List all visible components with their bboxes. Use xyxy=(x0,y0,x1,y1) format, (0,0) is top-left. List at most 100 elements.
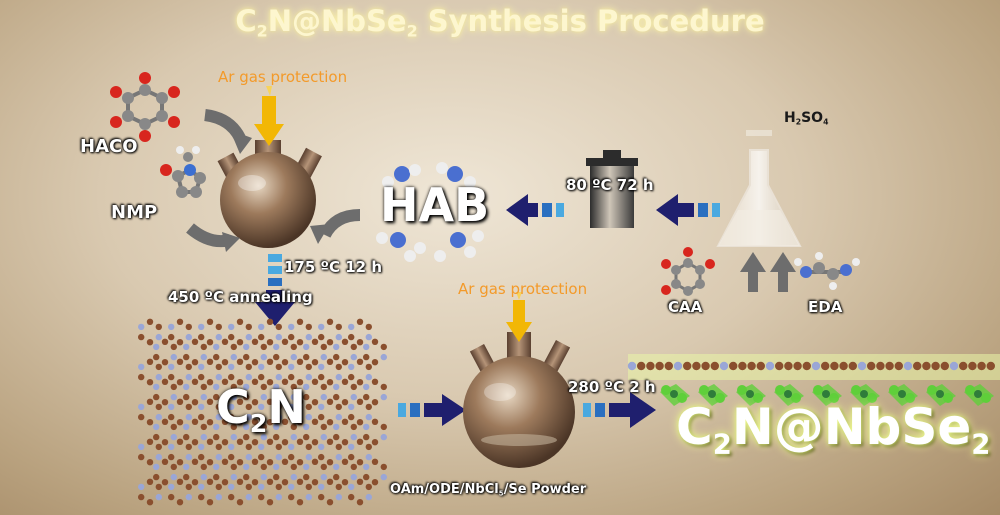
carbon-atom xyxy=(356,379,364,386)
nitrogen-atom xyxy=(335,373,342,381)
nitrogen-atom xyxy=(273,463,280,471)
carbon-atom xyxy=(206,318,214,325)
carbon-atom xyxy=(303,393,310,401)
strip-atom xyxy=(701,361,710,371)
nitrogen-atom xyxy=(363,463,370,471)
carbon-atom xyxy=(191,418,199,425)
carbon-atom xyxy=(365,323,372,331)
selenium-atom xyxy=(661,385,671,395)
nitrogen-atom xyxy=(303,423,310,431)
carbon-atom xyxy=(326,478,334,485)
carbon-atom xyxy=(311,439,319,446)
nitrogen-atom xyxy=(318,443,325,451)
nitrogen-atom xyxy=(290,393,297,401)
nitrogen-atom xyxy=(198,403,205,411)
carbon-atom xyxy=(176,339,184,346)
carbon-atom xyxy=(185,363,192,371)
nitrogen-atom xyxy=(213,343,220,351)
carbon-atom xyxy=(281,458,289,465)
carbon-atom xyxy=(341,418,349,425)
nbse2-unit xyxy=(736,384,766,406)
carbon-atom xyxy=(161,378,169,385)
nitrogen-atom xyxy=(153,463,160,471)
carbon-atom xyxy=(176,379,184,386)
nitrogen-atom xyxy=(155,453,162,461)
carbon-atom xyxy=(296,339,304,346)
strip-atom xyxy=(747,361,756,371)
carbon-atom xyxy=(333,393,340,401)
nitrogen-atom xyxy=(290,433,297,441)
carbon-atom xyxy=(318,333,325,341)
carbon-atom xyxy=(341,439,349,446)
carbon-atom xyxy=(266,398,274,405)
selenium-atom xyxy=(927,385,937,395)
nitrogen-atom xyxy=(200,393,207,401)
carbon-atom xyxy=(311,338,319,345)
strip-atom xyxy=(894,361,903,371)
nbse2-unit xyxy=(964,384,994,406)
nbse2-unit xyxy=(888,384,918,406)
nitrogen-atom xyxy=(245,453,252,461)
carbon-atom xyxy=(230,423,237,431)
carbon-atom xyxy=(200,343,207,351)
nitrogen-atom xyxy=(273,383,280,391)
carbon-atom xyxy=(365,403,372,411)
carbon-atom xyxy=(266,339,274,346)
carbon-atom xyxy=(335,323,342,331)
carbon-atom xyxy=(281,338,289,345)
niobium-atom xyxy=(708,390,716,398)
nitrogen-atom xyxy=(273,423,280,431)
nitrogen-atom xyxy=(183,463,190,471)
carbon-atom xyxy=(228,493,235,501)
nitrogen-atom xyxy=(303,383,310,391)
carbon-atom xyxy=(266,379,274,386)
carbon-atom xyxy=(191,458,199,465)
selenium-atom xyxy=(737,385,747,395)
nitrogen-atom xyxy=(380,473,387,481)
carbon-atom xyxy=(215,323,222,331)
carbon-atom xyxy=(333,353,340,361)
carbon-atom xyxy=(350,463,357,471)
carbon-atom xyxy=(288,453,295,461)
carbon-atom xyxy=(326,438,334,445)
strip-atom xyxy=(821,361,830,371)
carbon-atom xyxy=(380,463,387,471)
carbon-atom xyxy=(341,359,349,366)
carbon-atom xyxy=(326,358,334,365)
carbon-atom xyxy=(311,399,319,406)
flask-bottom xyxy=(463,332,575,468)
carbon-atom xyxy=(191,338,199,345)
nitrogen-atom xyxy=(228,403,235,411)
nitrogen-atom xyxy=(185,493,192,501)
nitrogen-atom xyxy=(183,343,190,351)
carbon-atom xyxy=(356,318,364,325)
carbon-atom xyxy=(320,343,327,351)
carbon-atom xyxy=(296,358,304,365)
selenium-atom xyxy=(677,393,687,403)
carbon-atom xyxy=(183,473,190,481)
carbon-atom xyxy=(258,493,265,501)
carbon-atom xyxy=(206,438,214,445)
carbon-atom xyxy=(251,479,259,486)
carbon-atom xyxy=(228,333,235,341)
arrow-to-flask-bottom xyxy=(398,394,466,426)
nitrogen-atom xyxy=(228,323,235,331)
carbon-atom xyxy=(176,459,184,466)
carbon-atom xyxy=(380,343,387,351)
carbon-atom xyxy=(138,493,145,501)
carbon-atom xyxy=(326,379,334,386)
strip-atom xyxy=(765,361,775,371)
nbse2-unit xyxy=(812,384,842,406)
carbon-atom xyxy=(206,419,214,426)
nitrogen-atom xyxy=(153,423,160,431)
carbon-atom xyxy=(146,478,154,485)
carbon-atom xyxy=(258,333,265,341)
carbon-atom xyxy=(206,478,214,485)
carbon-atom xyxy=(320,383,327,391)
carbon-atom xyxy=(266,419,274,426)
nitrogen-atom xyxy=(185,373,192,381)
carbon-atom xyxy=(170,463,177,471)
carbon-atom xyxy=(341,458,349,465)
nitrogen-atom xyxy=(380,393,387,401)
nitrogen-atom xyxy=(230,433,237,441)
